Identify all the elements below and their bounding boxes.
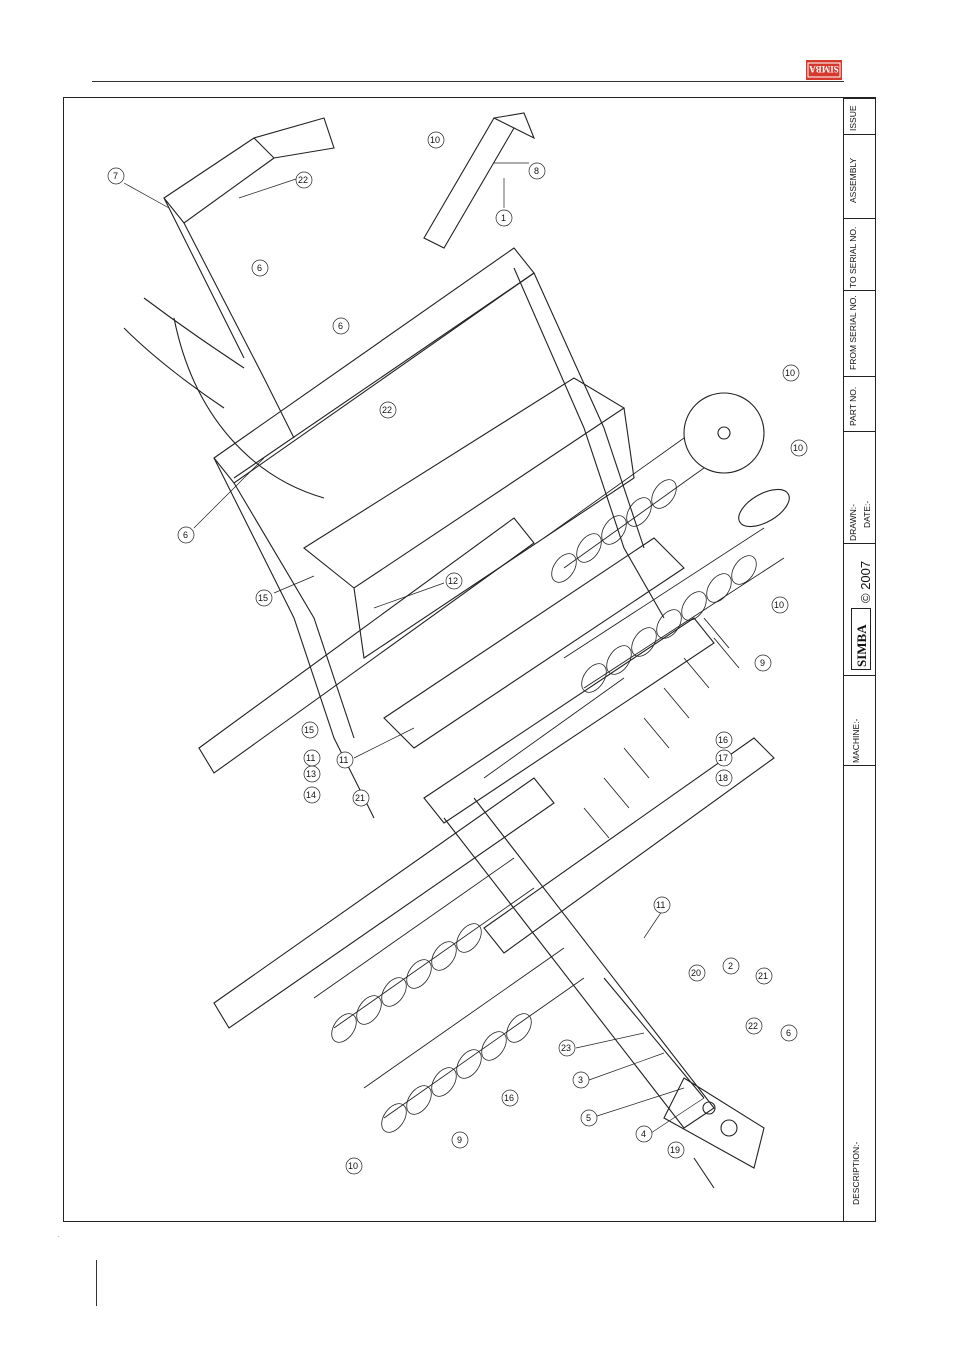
to-serial-label: TO SERIAL NO. <box>848 227 858 288</box>
callout-10b: 10 <box>783 365 799 381</box>
issue-label: ISSUE <box>848 105 858 131</box>
footer-rule <box>96 1260 97 1306</box>
callout-6a: 6 <box>252 260 268 276</box>
svg-text:20: 20 <box>691 968 701 978</box>
callout-10a: 10 <box>428 132 444 148</box>
callout-21b: 21 <box>756 968 772 984</box>
svg-text:14: 14 <box>306 790 316 800</box>
callout-21a: 21 <box>353 790 369 806</box>
brand-text: SIMBA <box>854 624 870 667</box>
callout-22b: 22 <box>380 402 396 418</box>
svg-text:18: 18 <box>718 773 728 783</box>
callout-2: 2 <box>723 958 739 974</box>
svg-text:10: 10 <box>793 443 803 453</box>
svg-text:10: 10 <box>774 600 784 610</box>
svg-text:15: 15 <box>258 593 268 603</box>
callout-10c: 10 <box>791 440 807 456</box>
svg-text:22: 22 <box>382 405 392 415</box>
svg-text:6: 6 <box>257 263 262 273</box>
callout-11b: 11 <box>337 728 414 768</box>
callout-20: 20 <box>689 965 705 981</box>
callout-16a: 16 <box>716 732 732 748</box>
callout-13: 13 <box>304 766 320 782</box>
svg-text:19: 19 <box>670 1145 680 1155</box>
svg-text:21: 21 <box>355 793 365 803</box>
svg-text:2: 2 <box>728 961 733 971</box>
callout-16b: 16 <box>502 1090 518 1106</box>
callout-10e: 10 <box>346 1158 362 1174</box>
svg-text:22: 22 <box>748 1021 758 1031</box>
svg-text:8: 8 <box>534 166 539 176</box>
callout-11a: 11 <box>304 750 320 766</box>
svg-text:10: 10 <box>348 1161 358 1171</box>
assembly-label: ASSEMBLY <box>848 158 858 203</box>
description-label: DESCRIPTION:- <box>851 1142 861 1205</box>
svg-text:11: 11 <box>339 755 348 765</box>
svg-text:3: 3 <box>578 1075 583 1085</box>
svg-text:6: 6 <box>786 1028 791 1038</box>
callout-9a: 9 <box>755 655 771 671</box>
callout-8: 8 <box>494 163 545 179</box>
svg-text:22: 22 <box>298 175 308 185</box>
callout-4: 4 <box>636 1098 704 1142</box>
svg-text:17: 17 <box>718 753 728 763</box>
svg-text:10: 10 <box>430 135 440 145</box>
callout-11c: 11 <box>644 897 670 938</box>
assembly-drawing: 1 8 10 7 22 6 6 22 10 10 6 15 12 10 9 15… <box>64 98 842 1220</box>
callout-23: 23 <box>559 1033 644 1056</box>
svg-text:16: 16 <box>504 1093 514 1103</box>
callout-14: 14 <box>304 787 320 803</box>
simba-brand-mark: SIMBA <box>851 608 871 670</box>
svg-text:5: 5 <box>586 1113 591 1123</box>
svg-text:16: 16 <box>718 735 728 745</box>
callout-6c: 6 <box>178 458 264 543</box>
svg-text:6: 6 <box>338 321 343 331</box>
svg-text:23: 23 <box>561 1043 571 1053</box>
callout-18: 18 <box>716 770 732 786</box>
svg-text:6: 6 <box>183 530 188 540</box>
callout-6d: 6 <box>781 1025 797 1041</box>
callout-9b: 9 <box>452 1132 468 1148</box>
callout-19: 19 <box>668 1142 684 1158</box>
part-no-label: PART NO. <box>848 387 858 426</box>
callout-15b: 15 <box>302 722 318 738</box>
callout-10d: 10 <box>772 597 788 613</box>
from-serial-label: FROM SERIAL NO. <box>848 295 858 370</box>
date-label: DATE:- <box>862 501 872 528</box>
callout-12: 12 <box>374 573 462 608</box>
svg-text:9: 9 <box>457 1135 462 1145</box>
drawn-label: DRAWN:- <box>848 504 858 541</box>
svg-text:1: 1 <box>501 213 506 223</box>
footer-mark: . <box>58 1233 60 1239</box>
callout-17: 17 <box>716 750 732 766</box>
svg-text:21: 21 <box>758 971 768 981</box>
title-block: DESCRIPTION:- MACHINE:- SIMBA © 2007 DRA… <box>843 98 876 1221</box>
svg-text:4: 4 <box>641 1129 646 1139</box>
callout-1: 1 <box>496 178 512 226</box>
svg-text:11: 11 <box>656 900 665 910</box>
header-rule <box>92 81 844 82</box>
callout-7: 7 <box>108 168 169 208</box>
copyright: © 2007 <box>858 561 873 603</box>
callout-15a: 15 <box>256 576 314 606</box>
simba-logo: SIMBA <box>806 60 842 80</box>
svg-text:SIMBA: SIMBA <box>809 64 839 74</box>
svg-text:7: 7 <box>113 171 118 181</box>
machine-label: MACHINE:- <box>851 719 861 763</box>
svg-text:9: 9 <box>760 658 765 668</box>
callout-6b: 6 <box>333 318 349 334</box>
svg-text:10: 10 <box>785 368 795 378</box>
svg-text:11: 11 <box>306 753 315 763</box>
callout-3: 3 <box>573 1053 664 1088</box>
svg-text:15: 15 <box>304 725 314 735</box>
svg-text:12: 12 <box>448 576 458 586</box>
callout-22c: 22 <box>746 1018 762 1034</box>
svg-text:13: 13 <box>306 769 316 779</box>
